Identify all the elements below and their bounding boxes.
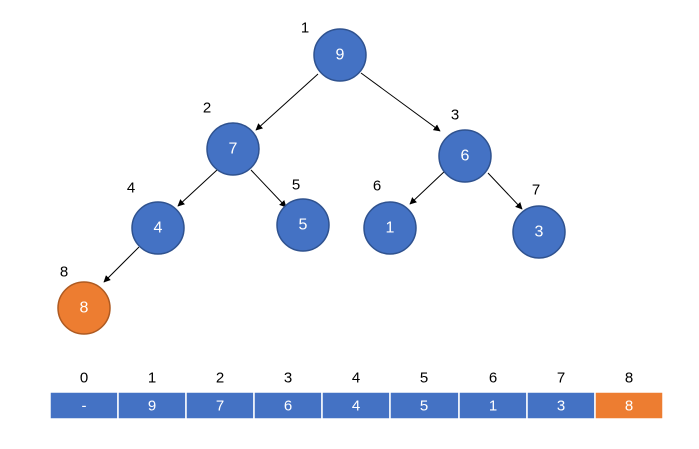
node-index-label: 7 bbox=[532, 182, 540, 199]
tree-edge-2-5 bbox=[250, 169, 287, 208]
tree-edge-1-3 bbox=[360, 72, 441, 132]
tree-edge-1-2 bbox=[255, 73, 319, 131]
node-index-label: 3 bbox=[451, 107, 459, 124]
array-cell-value: 5 bbox=[420, 398, 428, 415]
tree-edge-2-4 bbox=[177, 169, 218, 207]
node-circle bbox=[131, 201, 185, 255]
array-cell-highlighted bbox=[594, 391, 664, 420]
array-cell-value: 8 bbox=[625, 398, 633, 415]
node-circle bbox=[313, 28, 367, 82]
array-index-label: 3 bbox=[284, 370, 292, 387]
tree-edge-3-6 bbox=[409, 169, 447, 205]
node-index-label: 8 bbox=[60, 264, 68, 281]
array-cell bbox=[458, 391, 528, 420]
node-index-label: 4 bbox=[127, 180, 135, 197]
node-value: 8 bbox=[80, 300, 89, 317]
tree-node-8: 8 8 bbox=[57, 264, 111, 335]
node-index-label: 2 bbox=[203, 100, 211, 117]
tree-node-6: 1 6 bbox=[363, 178, 417, 255]
array-values: - 9 7 6 4 5 1 3 8 bbox=[82, 398, 634, 415]
node-circle-highlighted bbox=[57, 281, 111, 335]
tree-edge-3-7 bbox=[487, 172, 523, 210]
tree-node-7: 3 7 bbox=[512, 182, 566, 259]
array-cell-value: - bbox=[82, 398, 87, 415]
tree-edges bbox=[103, 72, 523, 283]
tree-node-4: 4 4 bbox=[127, 180, 185, 255]
tree-node-3: 6 3 bbox=[438, 107, 492, 183]
array-cell-value: 7 bbox=[216, 398, 224, 415]
node-value: 1 bbox=[386, 220, 395, 237]
node-value: 7 bbox=[229, 141, 238, 158]
tree-node-2: 7 2 bbox=[203, 100, 260, 176]
array-index-label: 1 bbox=[148, 370, 156, 387]
array-index-labels: 0 1 2 3 4 5 6 7 8 bbox=[80, 370, 633, 387]
array-cell-value: 6 bbox=[284, 398, 292, 415]
array-index-label: 5 bbox=[420, 370, 428, 387]
array-index-label: 2 bbox=[216, 370, 224, 387]
array-cell-value: 9 bbox=[148, 398, 156, 415]
node-index-label: 1 bbox=[301, 20, 309, 37]
node-circle bbox=[276, 198, 330, 252]
array-index-label: 7 bbox=[557, 370, 565, 387]
node-circle bbox=[438, 129, 492, 183]
array-index-label: 6 bbox=[489, 370, 497, 387]
tree-node-1: 9 1 bbox=[301, 20, 367, 82]
node-index-label: 5 bbox=[292, 177, 300, 194]
node-value: 4 bbox=[154, 220, 163, 237]
node-circle bbox=[363, 201, 417, 255]
array-index-label: 4 bbox=[352, 370, 360, 387]
node-index-label: 6 bbox=[373, 178, 381, 195]
node-value: 5 bbox=[299, 217, 308, 234]
node-circle bbox=[512, 205, 566, 259]
array-cell bbox=[321, 391, 391, 420]
tree-node-5: 5 5 bbox=[276, 177, 330, 252]
node-value: 9 bbox=[336, 47, 345, 64]
array-index-label: 0 bbox=[80, 370, 88, 387]
array-cell-value: 4 bbox=[352, 398, 360, 415]
array-cell-value: 1 bbox=[489, 398, 497, 415]
array-cell bbox=[185, 391, 255, 420]
node-value: 6 bbox=[461, 148, 470, 165]
tree-edge-4-8 bbox=[103, 246, 140, 283]
array-index-label: 8 bbox=[625, 370, 633, 387]
array-cell-value: 3 bbox=[557, 398, 565, 415]
node-value: 3 bbox=[535, 224, 544, 241]
heap-array: 0 1 2 3 4 5 6 7 8 - 9 7 6 4 5 bbox=[49, 370, 664, 420]
array-cell bbox=[49, 391, 119, 420]
node-circle bbox=[206, 122, 260, 176]
array-cells bbox=[49, 391, 664, 420]
